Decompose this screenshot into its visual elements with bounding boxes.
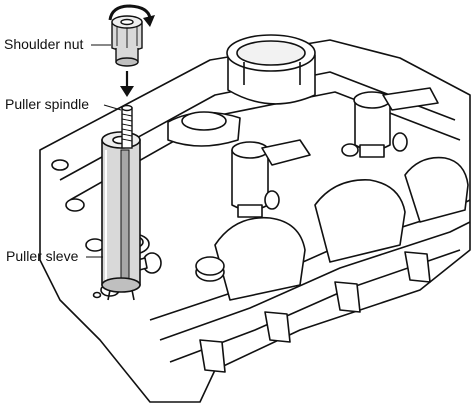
puller-spindle (121, 104, 133, 149)
puller-sleeve (92, 131, 141, 301)
label-puller-spindle: Puller spindle (5, 96, 89, 112)
injector-left (231, 139, 311, 218)
shoulder-nut (111, 15, 143, 67)
cylinder-head (39, 34, 471, 403)
label-puller-sleve: Puller sleve (6, 248, 79, 264)
leader-lines (86, 44, 122, 258)
injector-right (341, 87, 439, 158)
label-shoulder-nut: Shoulder nut (4, 36, 84, 52)
down-arrow-icon (120, 71, 134, 97)
rotation-arrow-icon (108, 4, 155, 27)
